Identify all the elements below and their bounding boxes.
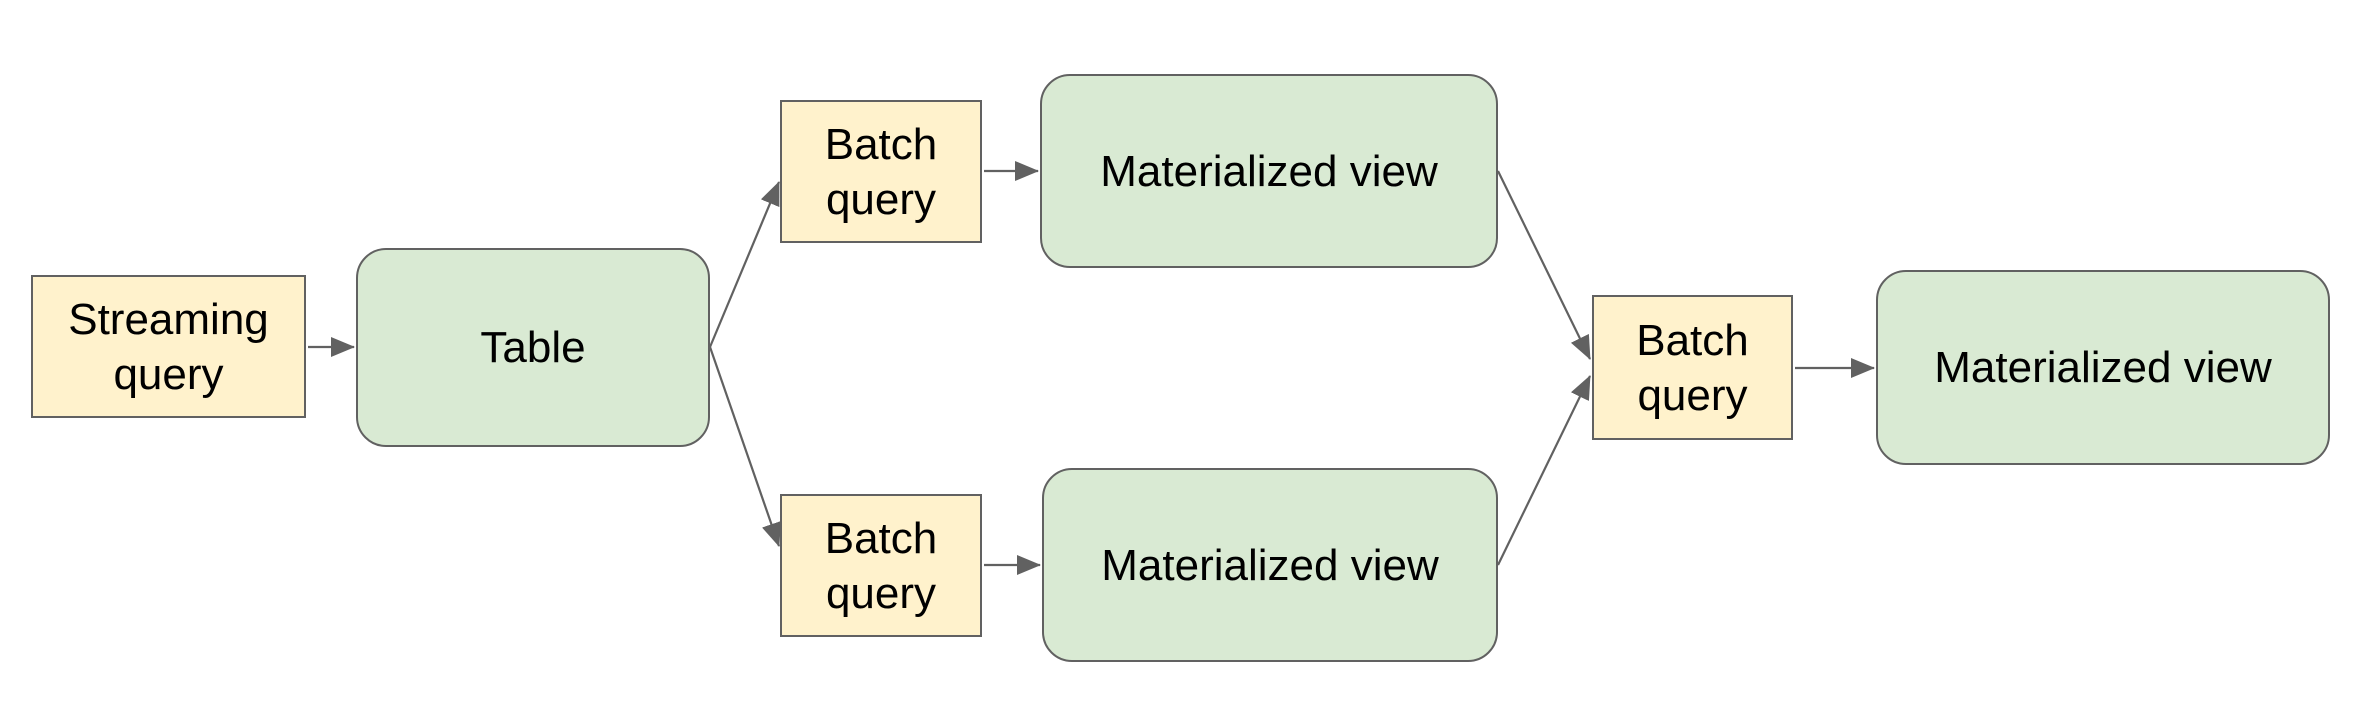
node-materialized-view-final: Materialized view [1876, 270, 2330, 465]
node-materialized-view-bottom: Materialized view [1042, 468, 1498, 662]
node-table: Table [356, 248, 710, 447]
node-label: Materialized view [1934, 343, 2272, 392]
node-label: Materialized view [1101, 540, 1439, 590]
node-batch-query-bottom: Batch query [780, 494, 982, 637]
node-label: Materialized view [1100, 146, 1438, 196]
node-materialized-view-top: Materialized view [1040, 74, 1498, 268]
node-batch-query-final: Batch query [1592, 295, 1793, 440]
node-batch-query-top: Batch query [780, 100, 982, 243]
node-label: Batch query [824, 513, 938, 618]
edge-materialized-view-top-to-batch-query-final [1497, 170, 1591, 360]
node-label: Streaming query [68, 294, 269, 399]
node-label: Batch query [1636, 315, 1749, 420]
node-label: Table [480, 323, 586, 372]
node-label: Batch query [824, 119, 938, 224]
edge-table-to-batch-query-top [708, 181, 781, 348]
edge-table-to-batch-query-bottom [708, 346, 781, 547]
edge-materialized-view-bottom-to-batch-query-final [1497, 375, 1591, 566]
node-streaming-query: Streaming query [31, 275, 306, 418]
